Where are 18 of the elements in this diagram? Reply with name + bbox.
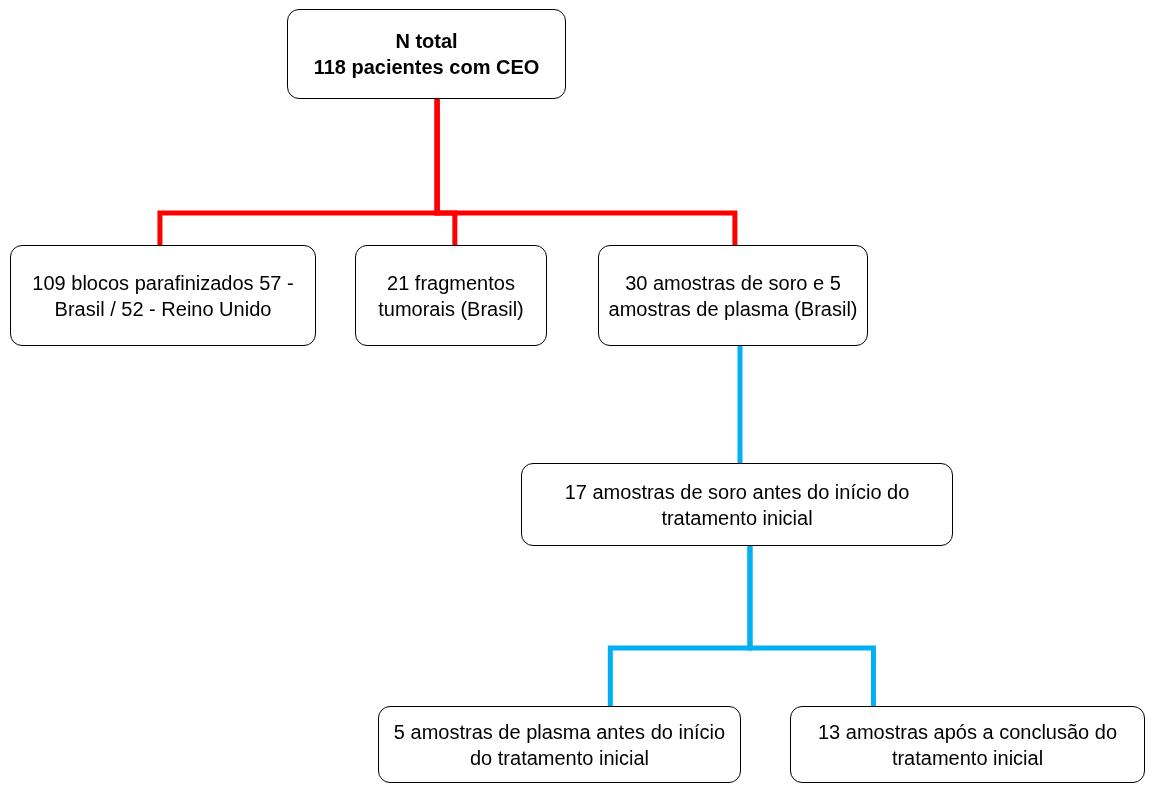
box-text: 118 pacientes com CEO: [313, 55, 540, 80]
box-text: 30 amostras de soro e 5 amostras de plasma (Brasil): [607, 270, 859, 322]
box-text: 13 amostras após a conclusão do tratamento inicial: [816, 719, 1119, 771]
process-box: [355, 245, 547, 346]
box-text: 17 amostras de soro antes do início do tratamento inicial: [563, 479, 911, 531]
box-text: N total: [395, 29, 458, 54]
process-box: [521, 463, 953, 546]
process-box: [598, 245, 868, 346]
box-text: 5 amostras de plasma antes do início do tratamento inicial: [392, 719, 727, 771]
process-box: [287, 9, 566, 99]
box-text: 109 blocos parafinizados 57 - Brasil / 52 - Reino Unido: [31, 270, 295, 322]
connector-line: [747, 546, 876, 706]
process-box: [378, 706, 741, 783]
connector-line: [737, 346, 743, 463]
process-box: [10, 245, 316, 346]
process-box: [790, 706, 1145, 783]
connector-line: [434, 99, 738, 245]
box-text: 21 fragmentos tumorais (Brasil): [377, 270, 525, 322]
